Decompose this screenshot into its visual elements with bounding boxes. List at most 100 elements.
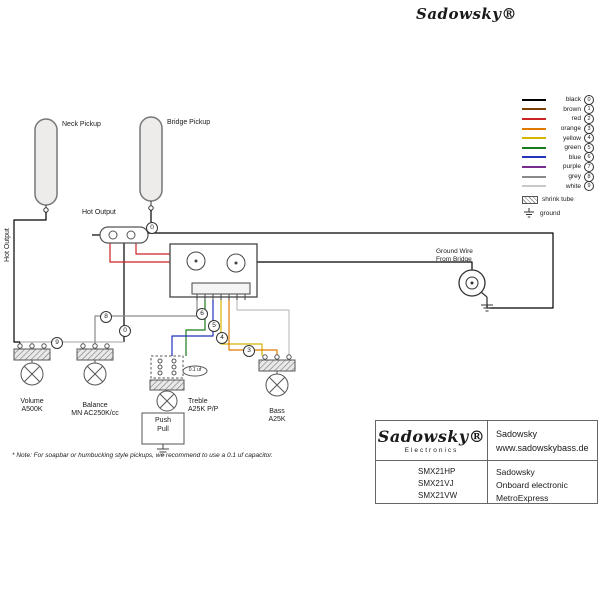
legend-number: 1	[584, 104, 594, 115]
legend-row: yellow 4	[522, 133, 594, 144]
jack-ground-icon	[481, 297, 493, 312]
legend-row-shrink-tube: shrink tube	[522, 195, 594, 205]
legend-label: yellow	[562, 134, 581, 142]
balance-pot-label: Balance	[82, 402, 108, 409]
legend-label: red	[571, 115, 581, 123]
ground-wire-label-line1: Ground Wire	[436, 248, 473, 255]
treble-switch-shape	[150, 355, 184, 379]
push-pull-label-line2: Pull	[157, 426, 169, 433]
title-block-logo-cell: Sadowsky® Electronics	[376, 421, 488, 461]
model-number: SMX21HP	[418, 467, 456, 476]
legend-label: white	[565, 182, 581, 190]
website-url: www.sadowskybass.de	[496, 442, 589, 453]
neck-pickup-shape	[34, 118, 58, 214]
wire-color-legend: black 0 brown 1 red 2 orange 3 yellow 4 …	[522, 94, 594, 218]
volume-pot-label: Volume	[20, 398, 44, 405]
volume-pot-shape	[13, 343, 51, 386]
wire-color-swatch	[522, 117, 546, 120]
legend-label: shrink tube	[542, 196, 574, 204]
wires	[13, 210, 554, 356]
wire-callout: 0	[119, 325, 131, 337]
volume-pot-value: A500K	[21, 406, 43, 413]
neck-pickup-label: Neck Pickup	[62, 121, 101, 128]
treble-pot-value: A25K P/P	[188, 406, 219, 413]
legend-row: green 5	[522, 142, 594, 153]
capacitor-shape	[182, 365, 208, 377]
bass-pot-label: Bass	[269, 408, 285, 415]
shrink-tube-icon	[522, 195, 538, 204]
legend-row: brown 1	[522, 104, 594, 115]
model-number: SMX21VW	[418, 491, 458, 500]
legend-label: green	[564, 144, 581, 152]
title-block-brand-logo: Sadowsky®	[377, 427, 486, 446]
product-line: Onboard electronic	[496, 479, 568, 490]
title-block: Sadowsky® Electronics Sadowsky www.sadow…	[375, 420, 598, 504]
wire-color-swatch	[522, 108, 546, 111]
legend-row: purple 7	[522, 161, 594, 172]
legend-number: 9	[584, 181, 594, 192]
treble-ground-icon	[157, 444, 169, 456]
legend-label: purple	[562, 163, 581, 171]
legend-label: grey	[568, 173, 581, 181]
legend-number: 0	[584, 94, 594, 105]
legend-number: 4	[584, 133, 594, 144]
legend-number: 8	[584, 171, 594, 182]
wire-callout: 4	[216, 332, 228, 344]
legend-label: orange	[560, 125, 581, 133]
legend-row: red 2	[522, 113, 594, 124]
legend-row: grey 8	[522, 171, 594, 182]
legend-row: orange 3	[522, 123, 594, 134]
bass-pot-shape	[258, 354, 296, 397]
wire-color-swatch	[522, 127, 546, 130]
company-name: Sadowsky	[496, 429, 538, 439]
wire-color-swatch	[522, 137, 546, 140]
legend-number: 3	[584, 123, 594, 134]
bass-pot-value: A25K	[268, 416, 286, 423]
balance-pot-value: MN AC250K/cc	[71, 410, 119, 417]
wire-color-swatch	[522, 165, 546, 168]
legend-label: brown	[563, 105, 581, 113]
wire-callout: 6	[196, 308, 208, 320]
brand-logo: Sadowsky®	[416, 5, 518, 23]
wire-callout: 3	[243, 345, 255, 357]
title-block-site-cell: Sadowsky www.sadowskybass.de	[488, 421, 597, 461]
legend-label: blue	[568, 153, 581, 161]
legend-number: 5	[584, 142, 594, 153]
legend-row: black 0	[522, 94, 594, 105]
wire-color-swatch	[522, 175, 546, 178]
title-block-product-cell: Sadowsky Onboard electronic MetroExpress	[488, 461, 597, 503]
pickup-connector-shape	[92, 226, 149, 244]
wire-color-swatch	[522, 156, 546, 159]
product-line: Sadowsky	[496, 467, 535, 477]
legend-row: blue 6	[522, 152, 594, 163]
title-block-brand-sub: Electronics	[404, 447, 459, 454]
balance-pot-shape	[76, 343, 114, 386]
bridge-pickup-label: Bridge Pickup	[167, 119, 211, 126]
output-jack-shape	[458, 269, 488, 298]
ground-icon	[524, 208, 534, 218]
legend-label: black	[565, 96, 581, 104]
wire-color-swatch	[522, 146, 546, 149]
legend-label: ground	[540, 209, 561, 217]
ground-wire-label-line2: From Bridge	[436, 256, 472, 263]
wire-callout: 5	[208, 320, 220, 332]
product-line: MetroExpress	[496, 492, 549, 503]
legend-number: 7	[584, 161, 594, 172]
hot-output-label-top: Hot Output	[82, 209, 116, 216]
wire-color-swatch	[522, 98, 546, 101]
bridge-pickup-shape	[139, 116, 163, 212]
legend-number: 2	[584, 113, 594, 124]
legend-row: white 9	[522, 181, 594, 192]
wire-color-swatch	[522, 185, 546, 188]
legend-number: 6	[584, 152, 594, 163]
title-block-models-cell: SMX21HP SMX21VJ SMX21VW	[376, 461, 488, 503]
wire-callout: 0	[146, 222, 158, 234]
capacitor-label: 0.1 uf	[188, 367, 202, 373]
treble-pot-label: Treble	[188, 398, 208, 405]
push-pull-label-line1: Push	[155, 417, 171, 424]
treble-pot-shape	[149, 379, 185, 412]
model-number: SMX21VJ	[418, 479, 454, 488]
hot-output-label-left: Hot Output	[4, 228, 11, 262]
